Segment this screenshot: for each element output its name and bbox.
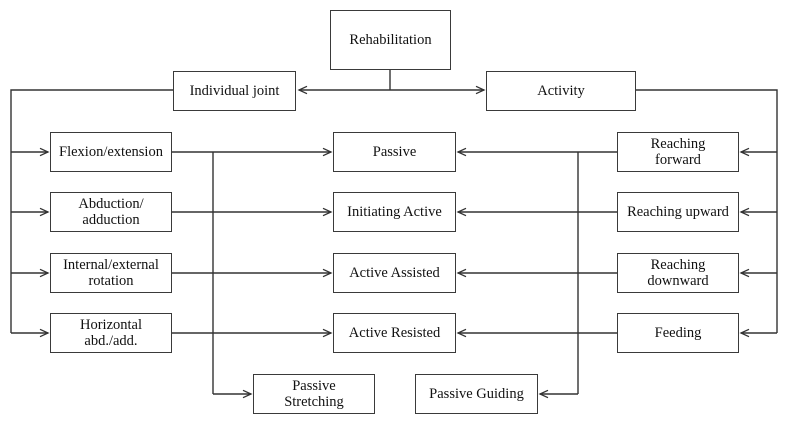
node-active-resisted-label: Active Resisted (348, 324, 441, 341)
node-passive-label: Passive (372, 143, 417, 160)
node-passive-guiding: Passive Guiding (415, 374, 538, 414)
node-initiating-active: Initiating Active (333, 192, 456, 232)
node-activity-label: Activity (537, 82, 585, 99)
node-flexion-extension-label: Flexion/extension (59, 143, 163, 160)
node-reaching-forward-label: Reaching forward (650, 135, 706, 168)
node-reaching-forward: Reaching forward (617, 132, 739, 172)
node-rehabilitation: Rehabilitation (330, 10, 451, 70)
node-passive-stretching: Passive Stretching (253, 374, 375, 414)
node-reaching-upward-label: Reaching upward (627, 203, 729, 220)
node-initiating-active-label: Initiating Active (347, 203, 442, 220)
node-abduction-adduction: Abduction/ adduction (50, 192, 172, 232)
node-internal-external-rotation: Internal/external rotation (50, 253, 172, 293)
node-active-resisted: Active Resisted (333, 313, 456, 353)
node-activity: Activity (486, 71, 636, 111)
node-active-assisted: Active Assisted (333, 253, 456, 293)
node-individual-joint: Individual joint (173, 71, 296, 111)
node-feeding: Feeding (617, 313, 739, 353)
node-passive-guiding-label: Passive Guiding (429, 385, 524, 402)
node-individual-joint-label: Individual joint (189, 82, 280, 99)
node-reaching-downward-label: Reaching downward (647, 256, 709, 289)
edge-individual-joint-rail (10, 89, 173, 333)
node-reaching-upward: Reaching upward (617, 192, 739, 232)
node-reaching-downward: Reaching downward (617, 253, 739, 293)
edge-activity-rail (636, 89, 778, 333)
node-active-assisted-label: Active Assisted (349, 264, 440, 281)
node-flexion-extension: Flexion/extension (50, 132, 172, 172)
node-abduction-adduction-label: Abduction/ adduction (78, 195, 144, 228)
node-feeding-label: Feeding (654, 324, 702, 341)
node-horizontal-abd-add: Horizontal abd./add. (50, 313, 172, 353)
node-rehabilitation-label: Rehabilitation (349, 31, 432, 48)
node-horizontal-abd-add-label: Horizontal abd./add. (79, 316, 142, 349)
node-passive-stretching-label: Passive Stretching (284, 377, 344, 410)
node-passive: Passive (333, 132, 456, 172)
node-internal-external-rotation-label: Internal/external rotation (63, 256, 159, 289)
